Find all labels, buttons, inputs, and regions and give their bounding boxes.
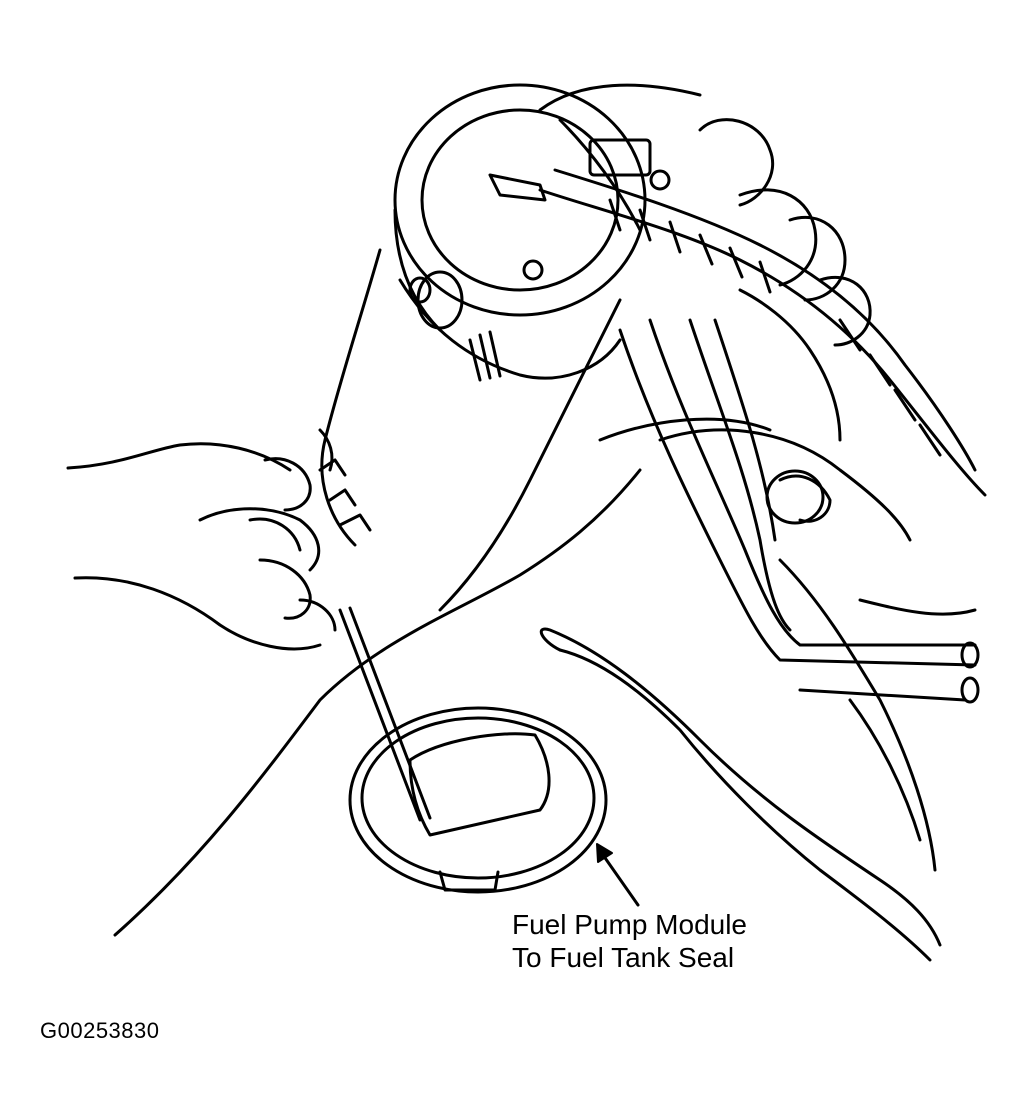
tank-seal-ring: [348, 706, 608, 894]
callout-label-line1: Fuel Pump Module: [512, 909, 748, 940]
fuel-lines: [618, 318, 980, 704]
callout-label-line2: To Fuel Tank Seal: [512, 942, 735, 973]
callout-label: Fuel Pump Module To Fuel Tank Seal: [512, 908, 747, 974]
hand-illustration: [66, 428, 372, 651]
arrow-icon: [596, 843, 640, 907]
fuel-pump-module: [320, 83, 647, 612]
fuel-tank-outline: [113, 417, 977, 962]
wiring-harness: [538, 83, 987, 497]
figure-id: G00253830: [40, 1018, 160, 1043]
fuel-level-sender: [338, 606, 432, 822]
